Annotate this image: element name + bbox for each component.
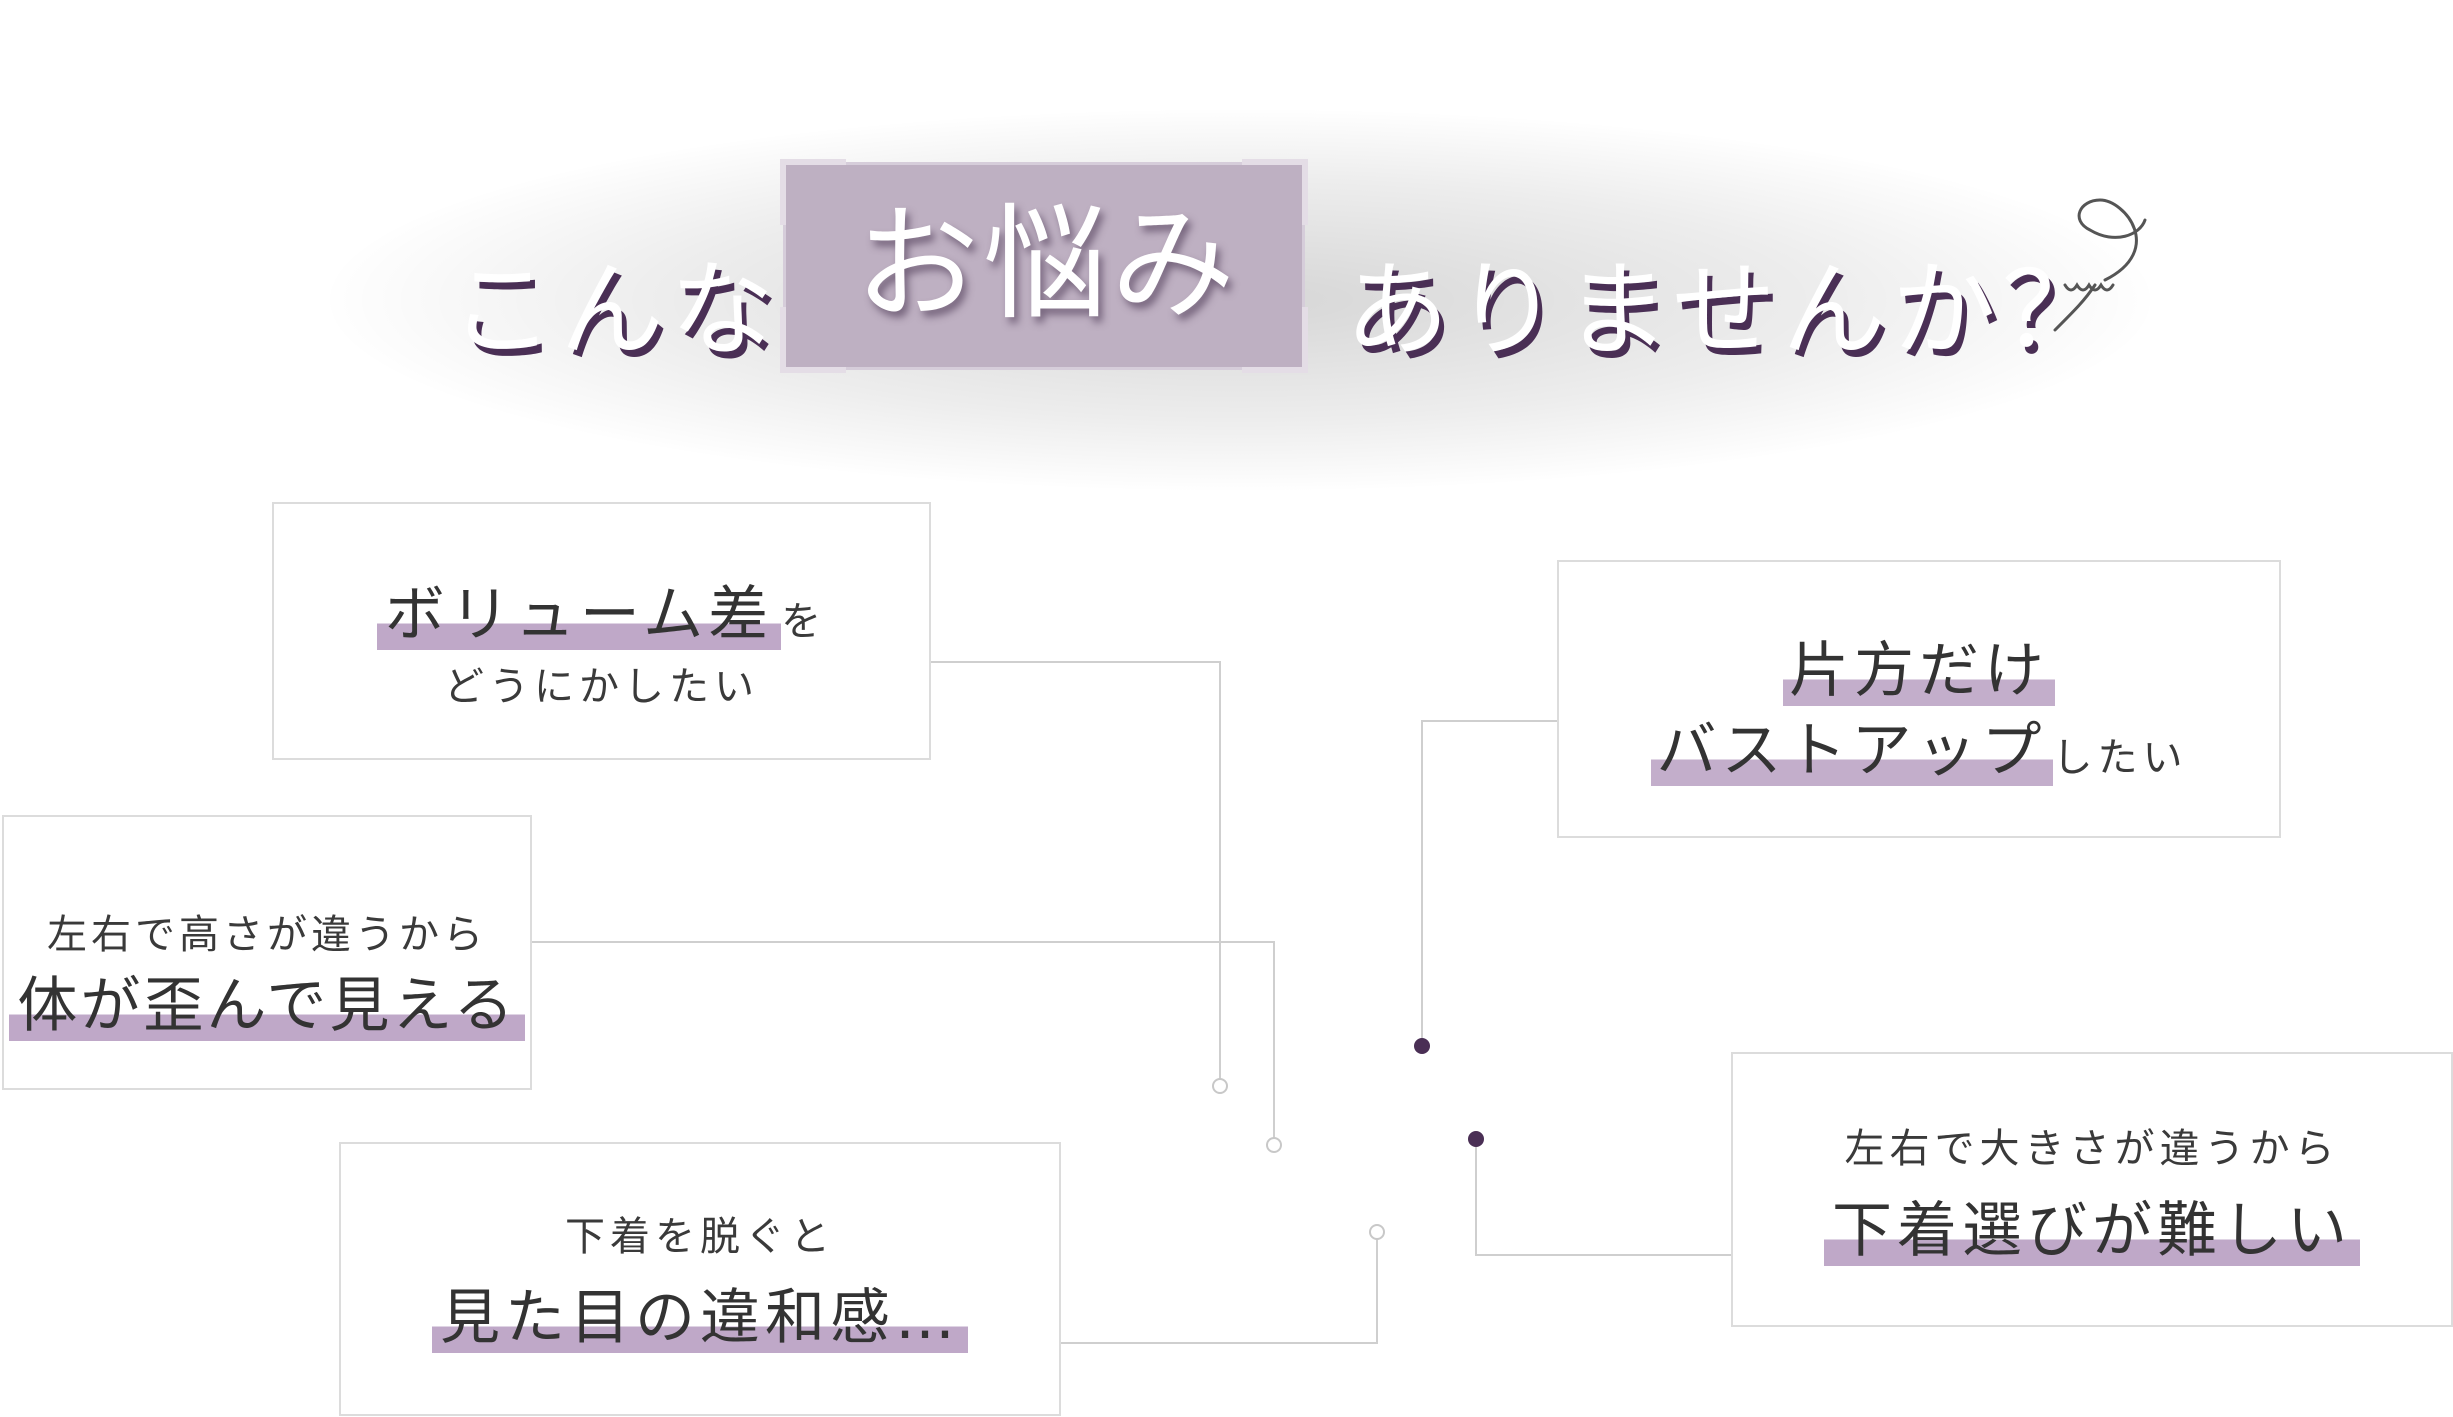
card-size-difference: 左右で大きさが違うから 下着選びが難しい [1731, 1052, 2453, 1327]
card-volume-small: どうにかしたい [444, 664, 759, 710]
card-oneside-big2: バストアップ [1650, 716, 2053, 786]
card-undress-big: 見た目の違和感… [432, 1283, 968, 1353]
card-size-small: 左右で大きさが違うから [1844, 1126, 2340, 1172]
card-undress-discomfort: 下着を脱ぐと 見た目の違和感… [339, 1142, 1061, 1416]
card-oneside-big1: 片方だけ [1783, 636, 2055, 706]
card-body-small: 左右で高さが違うから [47, 912, 487, 958]
card-volume-tail: を [781, 599, 827, 645]
card-undress-small: 下着を脱ぐと [565, 1214, 835, 1260]
card-oneside-tail: したい [2052, 735, 2188, 781]
card-one-side-bustup: 片方だけ バストアップしたい [1557, 560, 2281, 838]
card-body-big: 体が歪んで見える [9, 971, 525, 1041]
heading-before: こんな [450, 249, 781, 371]
card-volume-big: ボリューム差 [376, 580, 782, 650]
card-size-big: 下着選びが難しい [1824, 1196, 2360, 1266]
heading-keyword: お悩み [854, 193, 1239, 337]
card-body-distortion: 左右で高さが違うから 体が歪んで見える [2, 815, 532, 1090]
card-volume-difference: ボリューム差を どうにかしたい [272, 502, 931, 760]
spring-flourish-icon [2053, 198, 2147, 332]
connector-dot-icon [1212, 1038, 1484, 1240]
heading-keyword-box: お悩み [780, 159, 1308, 373]
heading-after: ありませんか？ [1345, 249, 2112, 371]
